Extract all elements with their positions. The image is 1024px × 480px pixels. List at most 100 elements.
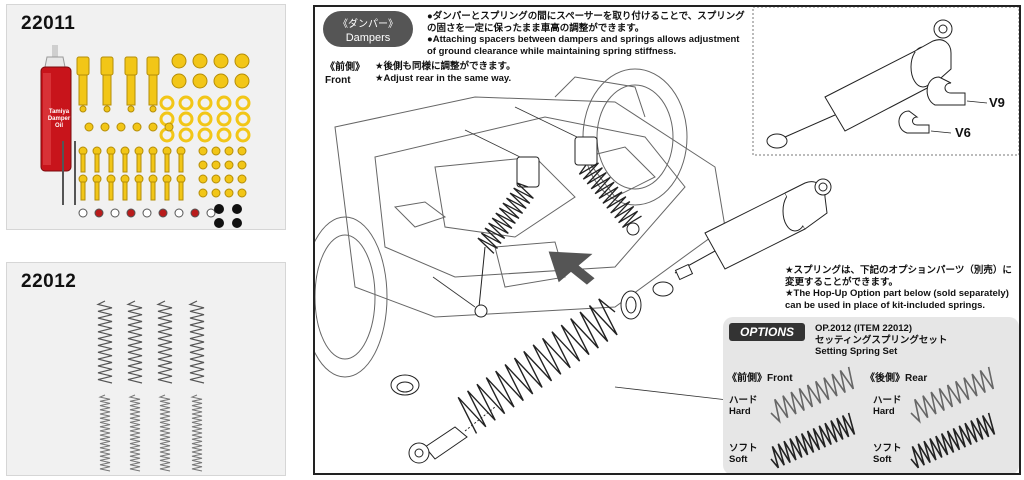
rod-end (92, 146, 102, 173)
o-ring (110, 208, 120, 218)
o-ring (206, 208, 216, 218)
damper-cap (213, 53, 229, 69)
option-spring-soft (910, 412, 996, 469)
label-soft-front: ソフト Soft (729, 443, 758, 465)
callout-v6: V6 (955, 125, 971, 140)
leader-lines (432, 106, 746, 403)
spacer-clip (390, 374, 420, 396)
ball-end (164, 122, 174, 132)
small-part (224, 146, 234, 156)
spacer-notes: ●ダンパーとスプリングの間にスペーサーを取り付けることで、スプリング の固さを一… (427, 11, 757, 57)
rod-end (92, 174, 102, 201)
front-heading: 《前側》 Front (325, 61, 365, 87)
front-note-jp: ★後側も同様に調整ができます。 (375, 61, 516, 72)
small-part (224, 160, 234, 170)
spacer-ring (216, 111, 232, 127)
spacer-ring (235, 95, 251, 111)
option-item-en: Setting Spring Set (815, 346, 898, 357)
front-heading-jp: 《前側》 (325, 62, 365, 73)
damper-cylinder (146, 56, 160, 113)
damper-cap (192, 53, 208, 69)
spacer-ring (197, 127, 213, 143)
small-part (198, 188, 208, 198)
chassis-drawing (315, 7, 1019, 464)
rod-end (162, 174, 172, 201)
hard-en: Hard (729, 406, 751, 417)
hard-en: Hard (873, 406, 895, 417)
options-badge: OPTIONS (729, 323, 805, 341)
soft-en: Soft (729, 454, 748, 465)
section-title-jp: 《ダンパー》 (338, 19, 398, 30)
damper-cylinder (124, 56, 138, 113)
detail-damper (766, 19, 953, 149)
ball-end (116, 122, 126, 132)
arrow-down-icon (548, 251, 595, 285)
option-rear-heading: 《後側》Rear (865, 373, 928, 384)
spacer-ring (197, 95, 213, 111)
rod-end (134, 146, 144, 173)
front-note-en: ★Adjust rear in the same way. (375, 73, 512, 84)
section-badge: 《ダンパー》 Dampers (323, 11, 413, 47)
hard-jp: ハード (873, 395, 902, 406)
spacer-ring (235, 127, 251, 143)
damper-parts-photo (40, 45, 251, 228)
small-part (237, 160, 247, 170)
damper-cap (171, 73, 187, 89)
small-part (237, 188, 247, 198)
spacer-v6 (898, 110, 930, 134)
spacer-v9 (926, 76, 966, 106)
rod-end (162, 146, 172, 173)
ball-end (84, 122, 94, 132)
option-spring-soft (770, 412, 856, 469)
o-ring (174, 208, 184, 218)
damper-cap (171, 53, 187, 69)
spacer-ring (159, 95, 175, 111)
small-part (198, 174, 208, 184)
small-part (237, 146, 247, 156)
card-tab (7, 5, 127, 31)
spring-option-note: ★スプリングは、下記のオプションパーツ（別売）に 変更することができます。 ★T… (785, 265, 1019, 311)
spacer-ring (178, 95, 194, 111)
o-ring (126, 208, 136, 218)
label-soft-rear: ソフト Soft (873, 443, 902, 465)
rod-end (106, 146, 116, 173)
option-item: OP.2012 (ITEM 22012) セッティングスプリングセット Sett… (815, 323, 947, 358)
rod-end (148, 174, 158, 201)
ball-end (148, 122, 158, 132)
soft-jp: ソフト (729, 443, 758, 454)
spacer-ring (216, 95, 232, 111)
section-title-en: Dampers (345, 32, 391, 44)
instruction-manual-panel: 《ダンパー》 Dampers ●ダンパーとスプリングの間にスペーサーを取り付ける… (313, 5, 1021, 475)
rubber-bushing (214, 218, 224, 228)
small-part (198, 160, 208, 170)
damper-cap (192, 73, 208, 89)
product-card-22011: 22011 Tamiya Damper Oil (6, 4, 286, 230)
small-part (211, 188, 221, 198)
rod-end (120, 174, 130, 201)
damper-oil-bottle (40, 45, 72, 172)
product-card-22012: 22012 (6, 262, 286, 476)
damper-body (652, 178, 832, 297)
small-part (211, 160, 221, 170)
rubber-bushing (232, 204, 242, 214)
card-tab (7, 263, 127, 289)
mounted-damper-rear (574, 136, 642, 236)
callout-v9: V9 (989, 95, 1005, 110)
rubber-bushing (214, 204, 224, 214)
spacer-ring (178, 111, 194, 127)
item-code: 22012 (21, 271, 77, 292)
damper-cap (234, 53, 250, 69)
soft-jp: ソフト (873, 443, 902, 454)
rod-end (134, 174, 144, 201)
spacer-ring (178, 127, 194, 143)
small-part (198, 146, 208, 156)
small-part (224, 188, 234, 198)
spacer-ring (216, 127, 232, 143)
damper-cylinder (76, 56, 90, 113)
spring-note-en: can be used in place of kit-included spr… (785, 299, 986, 311)
spring-set-photo (96, 300, 205, 472)
note-jp-line: の固さを一定に保ったまま車高の調整ができます。 (427, 22, 645, 34)
small-part (237, 174, 247, 184)
front-heading-en: Front (325, 75, 351, 86)
rod-end (106, 174, 116, 201)
